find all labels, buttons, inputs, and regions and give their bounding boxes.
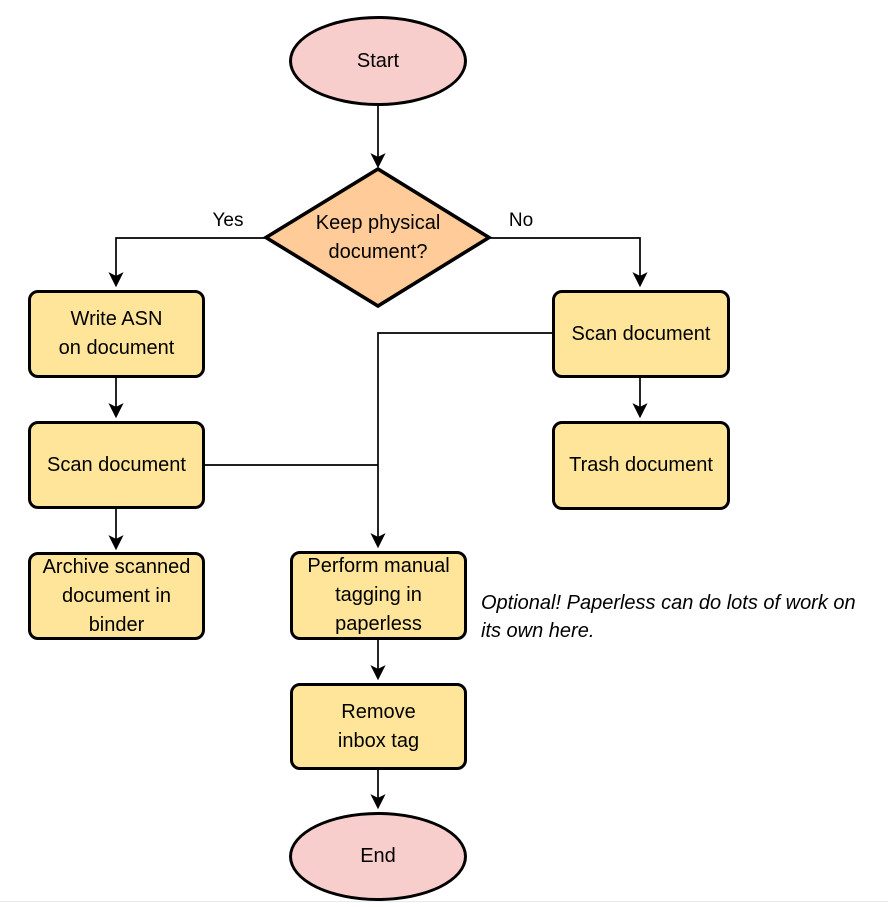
node-trash-document: Trash document (552, 421, 730, 510)
edge-decision-yes-to-write-asn (108, 237, 265, 288)
node-scan-document-left: Scan document (28, 421, 205, 509)
node-scan-document-right-label: Scan document (571, 322, 711, 345)
edge-scan-right-to-tagging (370, 332, 552, 549)
node-manual-tagging: Perform manual tagging in paperless (290, 551, 467, 640)
node-end: End (289, 812, 467, 901)
node-scan-document-right: Scan document (552, 290, 730, 378)
edge-decision-no-to-scan-right (490, 237, 648, 288)
node-archive-document-label: Archive scanned document in binder (42, 555, 191, 636)
node-decision-label: Keep physical document? (315, 212, 441, 263)
node-write-asn-label: Write ASN on document (58, 308, 175, 359)
node-archive-document: Archive scanned document in binder (28, 552, 205, 640)
node-manual-tagging-label: Perform manual tagging in paperless (307, 555, 450, 635)
node-remove-inbox-tag-label: Remove inbox tag (337, 700, 420, 752)
bottom-divider (0, 901, 888, 902)
node-write-asn: Write ASN on document (28, 290, 205, 378)
node-start: Start (289, 16, 467, 106)
node-end-label: End (360, 845, 396, 867)
node-trash-document-label: Trash document (569, 454, 713, 476)
node-scan-document-left-label: Scan document (47, 453, 186, 476)
edge-label-no: No (508, 210, 534, 231)
decision-diamond-shape (262, 166, 493, 309)
node-decision: Keep physical document? (283, 202, 473, 274)
node-start-label: Start (356, 49, 400, 72)
edge-label-yes: Yes (212, 210, 244, 231)
annotation-optional-note: Optional! Paperless can do lots of work … (481, 592, 856, 642)
node-remove-inbox-tag: Remove inbox tag (290, 683, 467, 770)
